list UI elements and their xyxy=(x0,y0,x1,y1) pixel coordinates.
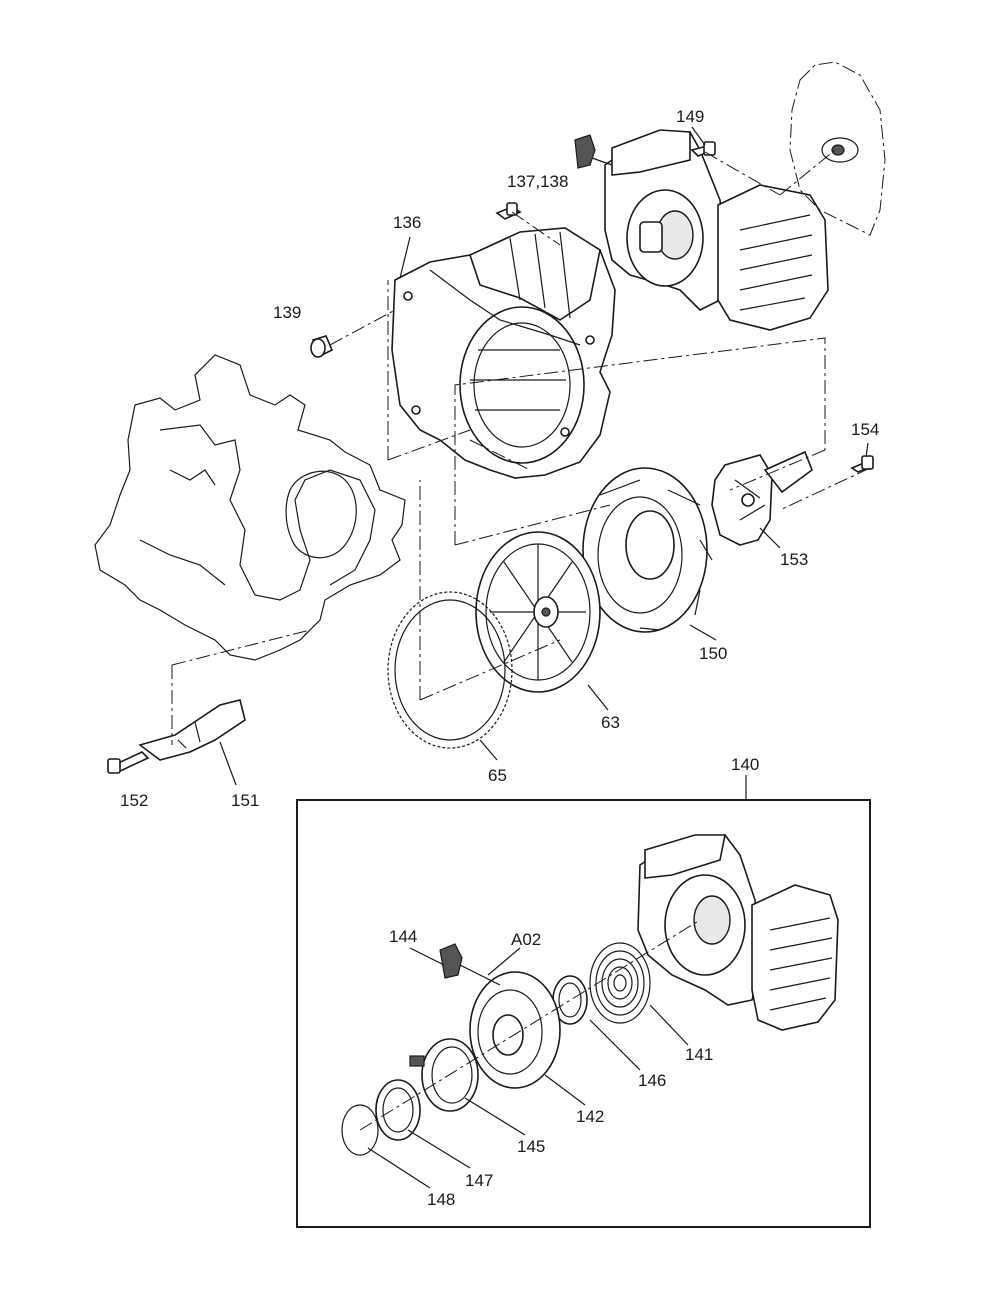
outer-cover-outline xyxy=(789,61,886,236)
ring-gear-65 xyxy=(387,591,513,749)
reel-142 xyxy=(469,971,561,1089)
ratchet-145 xyxy=(409,1038,479,1112)
label-139: 139 xyxy=(273,303,301,322)
bracket-151 xyxy=(138,699,246,761)
guide-147 xyxy=(375,1079,421,1141)
label-137-138: 137,138 xyxy=(507,172,568,191)
bolt-154 xyxy=(850,455,874,473)
recoil-starter-assembly xyxy=(574,129,829,331)
spring-146 xyxy=(552,975,588,1025)
label-141: 141 xyxy=(685,1045,713,1064)
bolt-149 xyxy=(690,141,716,157)
bolt-152 xyxy=(107,751,150,774)
bolt-137-138 xyxy=(495,202,522,220)
label-153: 153 xyxy=(780,550,808,569)
label-136: 136 xyxy=(393,213,421,232)
label-140: 140 xyxy=(731,755,759,774)
label-144: 144 xyxy=(389,927,417,946)
ignition-hub-153 xyxy=(711,450,813,546)
label-63: 63 xyxy=(601,713,620,732)
label-154: 154 xyxy=(851,420,879,439)
spiral-spring-141 xyxy=(589,942,651,1024)
upper-leader-lines xyxy=(219,126,869,786)
part-labels: 149 137,138 136 139 154 153 150 63 65 15… xyxy=(120,107,879,1209)
spacer-139 xyxy=(310,335,334,358)
subassembly-leader-lines xyxy=(359,919,701,1189)
label-65: 65 xyxy=(488,766,507,785)
starter-housing-140 xyxy=(637,834,839,1031)
label-142: 142 xyxy=(576,1107,604,1126)
subassembly-frame xyxy=(296,799,871,1228)
label-145: 145 xyxy=(517,1137,545,1156)
engine-block-outline xyxy=(94,354,406,661)
starter-handle-144 xyxy=(439,943,501,986)
label-147: 147 xyxy=(465,1171,493,1190)
label-152: 152 xyxy=(120,791,148,810)
label-150: 150 xyxy=(699,644,727,663)
fan-housing-136 xyxy=(391,227,616,479)
label-151: 151 xyxy=(231,791,259,810)
circlip-148 xyxy=(341,1104,379,1156)
label-A02: A02 xyxy=(511,930,541,949)
label-148: 148 xyxy=(427,1190,455,1209)
assembly-dash-lines xyxy=(171,149,871,745)
flywheel-63 xyxy=(475,531,601,693)
label-146: 146 xyxy=(638,1071,666,1090)
flywheel-150 xyxy=(582,467,713,633)
label-149: 149 xyxy=(676,107,704,126)
